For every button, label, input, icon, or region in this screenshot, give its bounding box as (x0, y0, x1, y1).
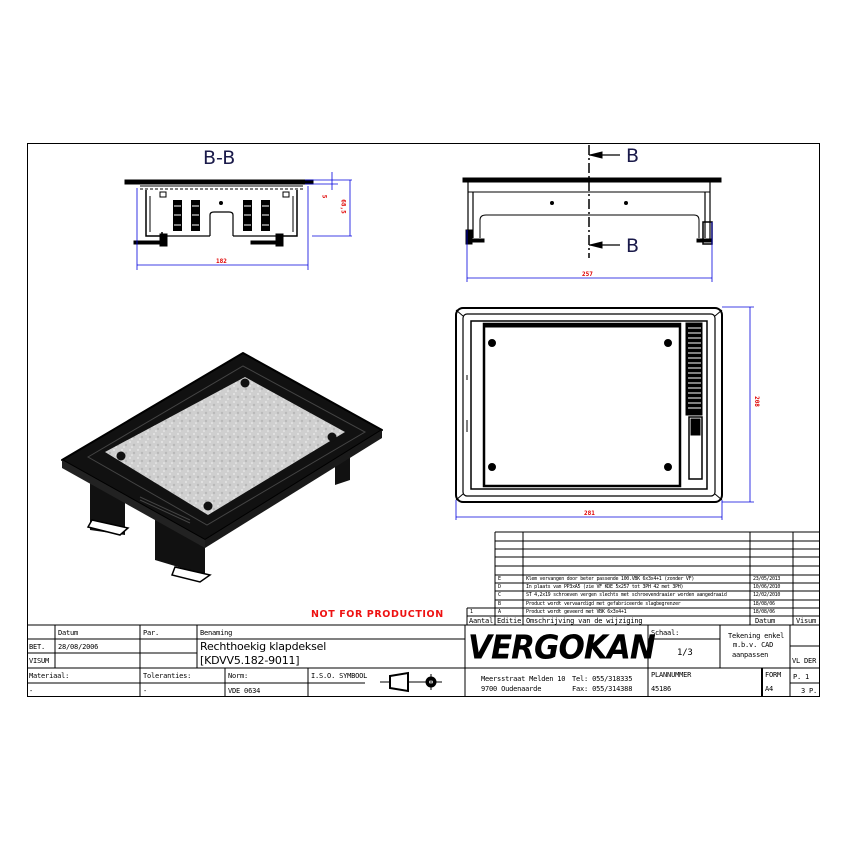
phone-number: Tel: 055/318335 (572, 675, 633, 683)
rev-date: 18/08/06 (753, 601, 775, 607)
dim-top-height: 208 (752, 396, 760, 407)
rev-description: Product wordt geveerd met VBK 6x3x4+1 (526, 609, 627, 615)
norm-label: Norm: (228, 672, 249, 680)
side-dimension-lines (466, 222, 713, 282)
schaal-label: Schaal: (651, 629, 680, 637)
iso-symbol-label: I.S.O. SYMBOOL (311, 672, 368, 680)
page-count: 3 P. (801, 687, 818, 695)
visum-label: VISUM (29, 657, 50, 665)
company-logo: VERGOKAN (468, 629, 656, 667)
address-line2: 9700 Oudenaarde (481, 685, 542, 693)
dim-side-width: 257 (582, 271, 593, 278)
rev-header-datum: Datum (755, 617, 776, 625)
norm-value: VDE 0634 (228, 687, 261, 695)
rev-date: 23/05/2013 (753, 576, 781, 582)
bet-date: 28/08/2006 (58, 643, 99, 651)
rev-date: 12/02/2010 (753, 592, 781, 598)
drawing-code: [KDVV5.182-9011] (200, 654, 300, 667)
rev-edition: C (498, 592, 501, 598)
not-for-production-watermark: NOT FOR PRODUCTION (311, 609, 444, 620)
section-marker-bottom: B (626, 235, 640, 257)
note-line3: aanpassen (732, 651, 769, 659)
note-line2: m.b.v. CAD (733, 641, 774, 649)
rev-quantity: 1 (470, 609, 473, 615)
rev-edition: A (498, 609, 501, 615)
toleranties-value: - (143, 687, 148, 695)
datum-label: Datum (58, 629, 79, 637)
fax-number: Fax: 055/314388 (572, 685, 633, 693)
rev-edition: E (498, 576, 501, 582)
rev-description: ST 4,2x19 schroeven vergen slechts met s… (526, 592, 727, 598)
iso-symbol-icon (380, 671, 442, 693)
rev-description: In plaats van PP3xA5 (zie VF KDE 5x257 t… (526, 584, 684, 590)
rev-header-editie: Editie (497, 617, 522, 625)
dim-section-width: 182 (216, 258, 227, 265)
note-line1: Tekening enkel (728, 632, 785, 640)
section-view-b-b (124, 179, 314, 247)
par-label: Par. (143, 629, 160, 637)
rev-header-omschrijving: Omschrijving van de wijziging (526, 617, 643, 625)
rev-edition: D (498, 584, 501, 590)
dim-section-height: 68,5 (339, 199, 347, 214)
rev-header-aantal: Aantal (469, 617, 494, 625)
section-dimension-lines (136, 172, 352, 270)
drawing-sheet-border (27, 143, 820, 697)
rev-description: Klem vervangen door beter passende 100.V… (526, 576, 695, 582)
rev-edition: B (498, 601, 501, 607)
plannummer-label: PLANNUMMER (651, 671, 692, 679)
bet-label: BET. (29, 643, 46, 651)
section-view-label: B-B (203, 147, 236, 169)
title-block-grid (27, 531, 820, 697)
rev-date: 18/08/06 (753, 609, 775, 615)
rev-date: 10/06/2010 (753, 584, 781, 590)
isometric-render (61, 352, 383, 583)
address-line1: Meersstraat Melden 10 (481, 675, 566, 683)
dim-top-width: 281 (584, 510, 595, 517)
materiaal-value: - (29, 687, 34, 695)
drawing-title: Rechthoekig klapdeksel (200, 640, 327, 653)
top-dimension-lines (455, 306, 754, 520)
materiaal-label: Materiaal: (29, 672, 70, 680)
benaming-label: Benaming (200, 629, 233, 637)
rev-description: Product wordt vervaardigd met gefabricee… (526, 601, 681, 607)
form-label: FORM (765, 671, 782, 679)
side-view (462, 145, 722, 258)
vlder-label: VL DER (792, 657, 817, 665)
section-marker-top: B (626, 145, 640, 167)
dim-section-flange: 5 (320, 194, 328, 199)
form-value: A4 (765, 685, 774, 693)
rev-header-visum: Visum (796, 617, 817, 625)
page-number: P. 1 (793, 673, 810, 681)
plannummer-value: 45186 (651, 685, 672, 693)
schaal-value: 1/3 (677, 648, 693, 658)
top-view (455, 307, 723, 503)
toleranties-label: Toleranties: (143, 672, 192, 680)
